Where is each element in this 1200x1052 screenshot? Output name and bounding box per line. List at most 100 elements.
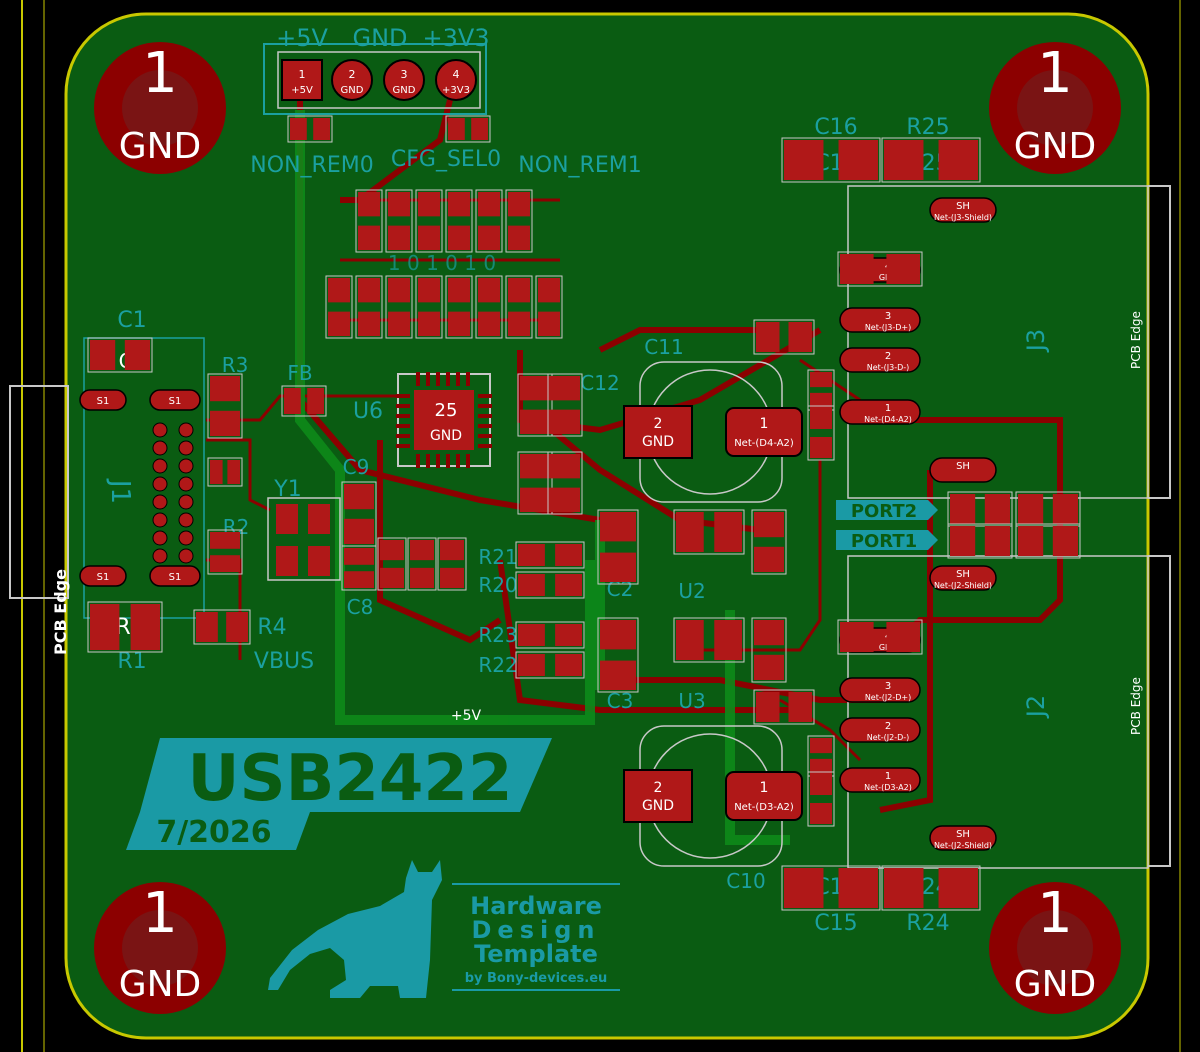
mounting-hole-bl[interactable]: 1 GND (94, 881, 226, 1014)
smd-part[interactable] (547, 373, 583, 437)
smd-part[interactable] (781, 865, 881, 911)
config-resistor-top[interactable] (355, 189, 383, 253)
j3-connector[interactable]: J3 PCB Edge (847, 185, 1171, 499)
config-resistor-bottom[interactable] (445, 275, 473, 339)
j1-pin[interactable] (152, 548, 168, 564)
j3-pads-pad[interactable]: SH (929, 457, 997, 483)
smd-part[interactable] (753, 319, 815, 355)
smd-part[interactable] (87, 337, 153, 373)
config-resistor-top[interactable] (475, 189, 503, 253)
smd-part[interactable] (837, 251, 923, 287)
j1-pin[interactable] (178, 512, 194, 528)
power-header[interactable]: +5V GND +3V3 1 +5V 2 GND 3 GND 4 +3V3 (263, 24, 490, 115)
j1-pin[interactable] (178, 422, 194, 438)
j1-pin[interactable] (152, 530, 168, 546)
config-resistor-bottom[interactable] (385, 275, 413, 339)
j1-pin[interactable] (178, 440, 194, 456)
j1-signal-pins[interactable] (152, 422, 194, 564)
j1-pin[interactable] (152, 494, 168, 510)
smd-part[interactable] (751, 617, 787, 683)
j1-shield-pads[interactable]: S1 S1 S1 S1 (79, 389, 201, 587)
smd-part[interactable] (837, 619, 923, 655)
config-resistor-bottom[interactable] (535, 275, 563, 339)
smd-part[interactable] (207, 457, 243, 487)
config-resistor-bottom[interactable] (355, 275, 383, 339)
mounting-hole-br[interactable]: 1 GND (989, 881, 1121, 1014)
config-resistor-top[interactable] (385, 189, 413, 253)
smd-part[interactable] (753, 689, 815, 725)
j1-pin[interactable] (152, 440, 168, 456)
mounting-hole-tl[interactable]: 1 GND (94, 41, 226, 174)
header-pin-1[interactable] (281, 59, 323, 101)
smd-part[interactable] (281, 385, 327, 417)
smd-part[interactable] (87, 601, 163, 653)
j1-pin[interactable] (178, 476, 194, 492)
c10-electrolytic[interactable]: 2 GND 1 Net-(D3-A2) (623, 725, 803, 867)
config-resistor-top[interactable] (415, 189, 443, 253)
u6-chip[interactable]: 25 GND (396, 372, 492, 468)
config-resistor-bottom[interactable] (505, 275, 533, 339)
smd-part[interactable] (807, 405, 835, 461)
smd-part[interactable] (597, 509, 639, 585)
j1-pin[interactable] (178, 530, 194, 546)
smd-part[interactable] (597, 617, 639, 693)
smd-part[interactable] (947, 491, 1013, 527)
smd-part[interactable] (407, 537, 437, 591)
smd-part[interactable] (437, 537, 467, 591)
smd-part[interactable] (881, 137, 981, 183)
smd-part[interactable] (517, 373, 553, 437)
config-resistor-bottom[interactable] (475, 275, 503, 339)
smd-components[interactable] (87, 115, 1081, 911)
smd-part[interactable] (781, 137, 881, 183)
smd-part[interactable] (341, 545, 377, 591)
header-pin-2[interactable] (331, 59, 373, 101)
smd-part[interactable] (807, 771, 835, 827)
c11-electrolytic[interactable]: 2 GND 1 Net-(D4-A2) (623, 361, 803, 503)
header-pin-4[interactable] (435, 59, 477, 101)
j1-pin[interactable] (152, 476, 168, 492)
smd-part[interactable] (377, 537, 407, 591)
smd-part[interactable] (341, 481, 377, 547)
smd-part[interactable] (881, 865, 981, 911)
smd-part[interactable] (207, 529, 243, 575)
smd-part[interactable] (515, 621, 585, 649)
smd-part[interactable] (1015, 523, 1081, 559)
smd-part[interactable] (673, 617, 745, 663)
smd-part[interactable] (547, 451, 583, 515)
smd-part[interactable] (751, 509, 787, 575)
smd-part[interactable] (207, 373, 243, 439)
config-resistor-top[interactable] (445, 189, 473, 253)
config-resistor-array[interactable] (325, 189, 563, 339)
smd-part[interactable] (807, 369, 835, 411)
mounting-hole-tr[interactable]: 1 GND (989, 41, 1121, 174)
j1-pin[interactable] (152, 458, 168, 474)
j1-pin[interactable] (178, 458, 194, 474)
smd-part[interactable] (947, 523, 1013, 559)
smd-part[interactable] (515, 571, 585, 599)
y1-crystal[interactable] (267, 497, 341, 581)
config-resistor-top[interactable] (505, 189, 533, 253)
j1-pin[interactable] (178, 494, 194, 510)
config-resistor-bottom[interactable] (325, 275, 353, 339)
smd-part[interactable] (807, 735, 835, 777)
smd-part[interactable] (445, 115, 491, 143)
smd-part[interactable] (515, 541, 585, 569)
smd-part[interactable] (673, 509, 745, 555)
config-resistor-bottom[interactable] (415, 275, 443, 339)
header-pin-3[interactable] (383, 59, 425, 101)
j1-pin[interactable] (152, 422, 168, 438)
smd-part[interactable] (1015, 491, 1081, 527)
smd-part[interactable] (517, 451, 553, 515)
smd-part[interactable] (515, 651, 585, 679)
j1-pin[interactable] (152, 512, 168, 528)
